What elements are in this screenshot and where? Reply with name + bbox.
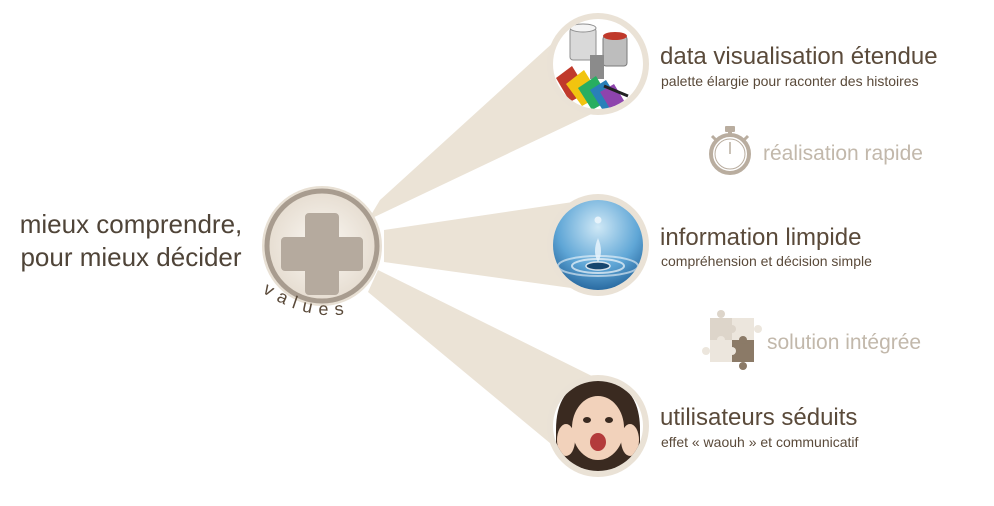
minor-item-2-label: solution intégrée: [767, 331, 922, 354]
item-2-title: information limpide: [660, 224, 862, 251]
tagline-line-1: mieux comprendre,: [19, 209, 243, 239]
item-2-subtitle: compréhension et décision simple: [661, 253, 872, 269]
stopwatch-icon: [709, 126, 751, 175]
values-hub: values: [260, 186, 382, 319]
beam-1: [368, 40, 604, 220]
item-3-title: utilisateurs séduits: [660, 404, 858, 431]
plus-cross-icon: [281, 213, 363, 295]
item-1-title: data visualisation étendue: [660, 43, 938, 70]
tagline-line-2: pour mieux décider: [20, 242, 242, 272]
puzzle-icon: [702, 310, 762, 370]
tagline: mieux comprendre, pour mieux décider: [0, 208, 262, 274]
beam-2: [384, 198, 600, 292]
item-image-1: [547, 13, 649, 115]
beam-3: [368, 270, 604, 468]
connector-beams: [368, 40, 604, 468]
excited-woman-image: [556, 381, 640, 471]
item-image-2: [547, 194, 649, 296]
item-1-subtitle: palette élargie pour raconter des histoi…: [661, 73, 919, 89]
item-image-3: [547, 375, 649, 477]
paint-cans-palette-image: [556, 23, 629, 109]
minor-item-1-label: réalisation rapide: [763, 142, 923, 165]
item-3-subtitle: effet « waouh » et communicatif: [661, 434, 859, 450]
